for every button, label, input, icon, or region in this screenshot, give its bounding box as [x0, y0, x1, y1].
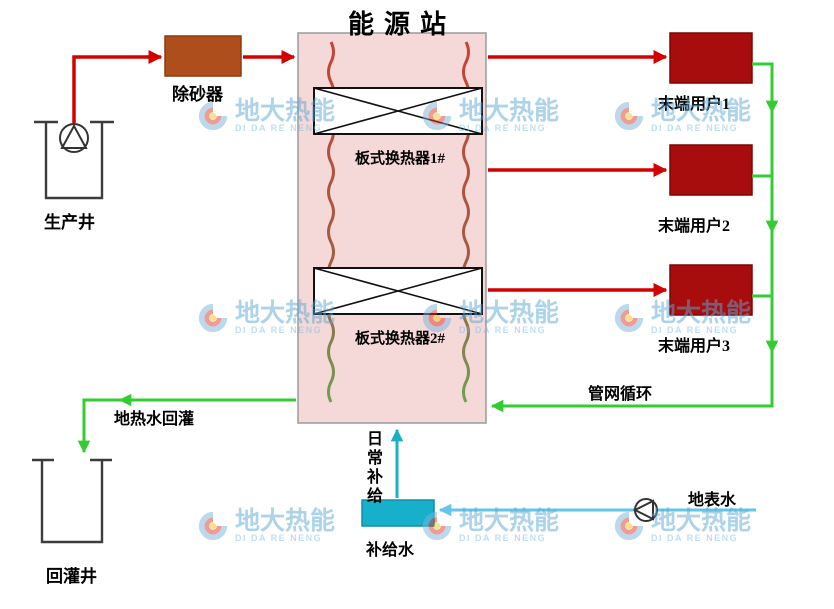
reinjection-well-shape	[32, 458, 112, 544]
sand-remover-label: 除砂器	[172, 85, 223, 104]
surface-water-label: 地表水	[688, 492, 737, 509]
surface-water-pump-icon	[632, 498, 658, 522]
reinjection-well-label: 回灌井	[46, 567, 97, 586]
page-title: 能源站	[348, 10, 457, 39]
end-user-1-box	[669, 32, 753, 84]
hot-water-lines	[72, 50, 668, 297]
reinjection-label: 地热水回灌	[114, 411, 195, 428]
heat-exchanger-1-label: 板式换热器1#	[354, 151, 445, 167]
production-well-pump-icon	[59, 123, 89, 153]
end-user-1-label: 末端用户1	[658, 96, 731, 113]
plate-heat-exchanger-1	[313, 87, 483, 135]
plate-heat-exchanger-2	[313, 267, 483, 315]
end-user-3-box	[669, 264, 753, 316]
supply-water-box	[361, 499, 435, 527]
production-well-shape	[34, 120, 114, 200]
production-well-label: 生产井	[44, 213, 95, 232]
daily-supply-label: 日常补给	[364, 430, 381, 506]
return-lines	[77, 62, 779, 454]
sand-remover-box	[164, 35, 242, 77]
supply-water-label: 补给水	[366, 542, 415, 559]
heat-exchanger-2-label: 板式换热器2#	[354, 331, 445, 347]
network-circulation-label: 管网循环	[588, 386, 653, 403]
end-user-2-box	[669, 144, 753, 196]
end-user-3-label: 末端用户3	[658, 338, 731, 355]
end-user-2-label: 末端用户2	[658, 218, 731, 235]
